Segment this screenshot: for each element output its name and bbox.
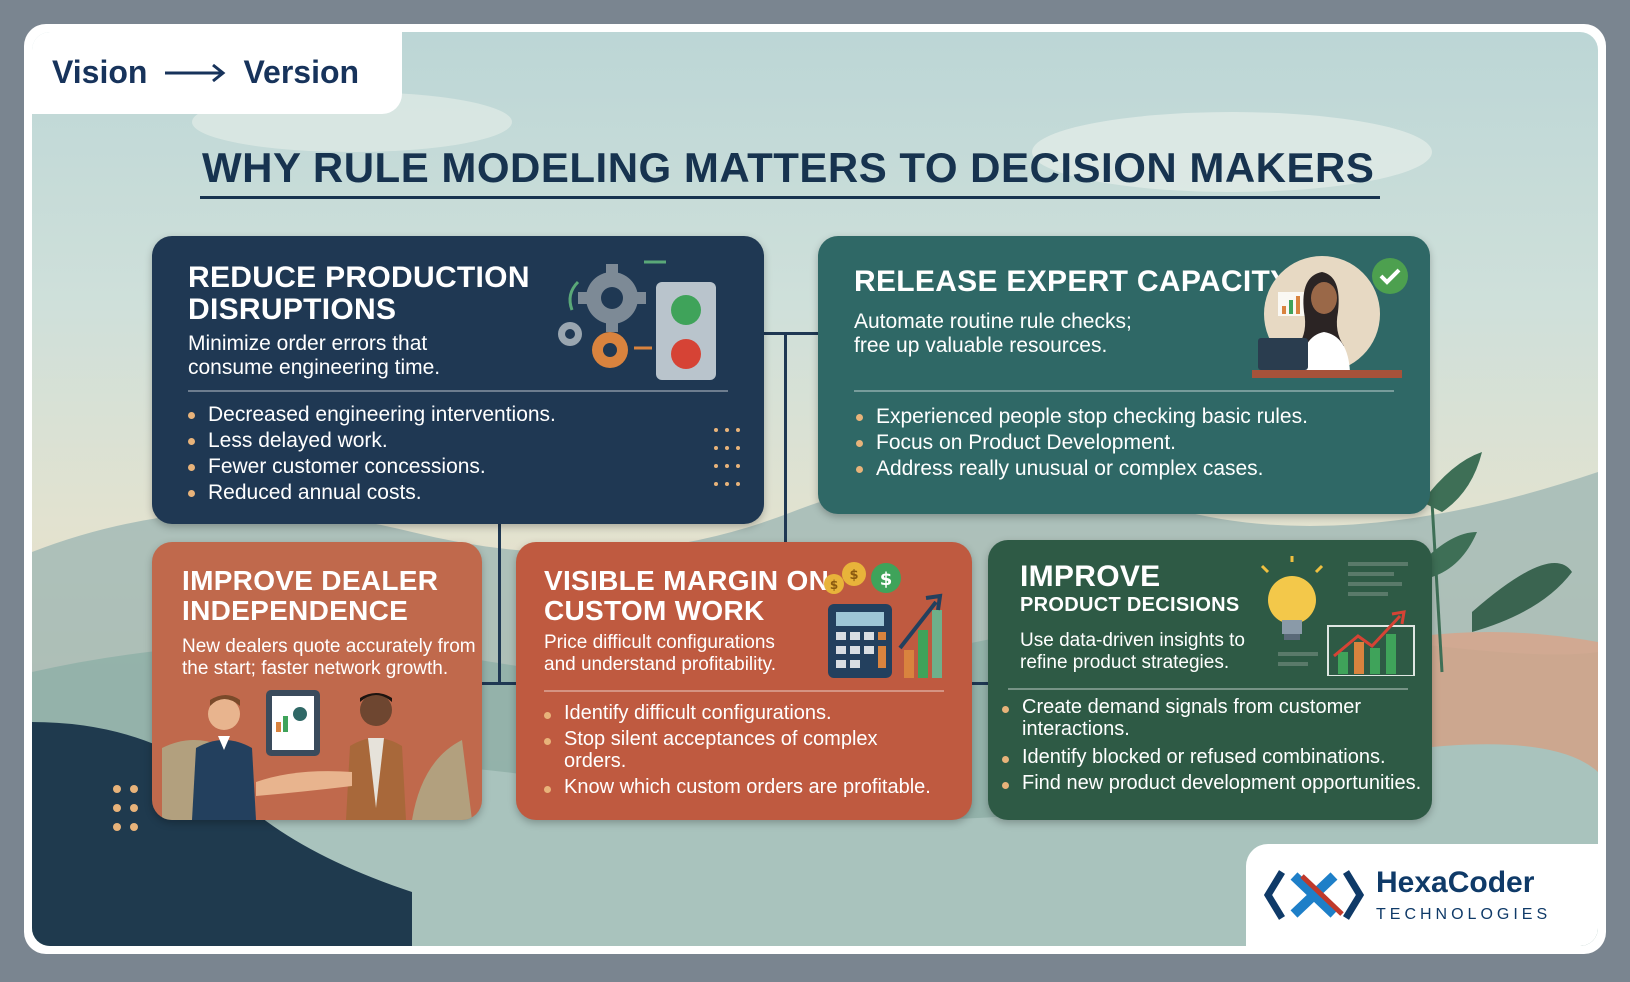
card-description: Use data-driven insights to [1020, 630, 1245, 651]
gears-icon [558, 260, 716, 380]
page-title: WHY RULE MODELING MATTERS TO DECISION MA… [202, 144, 1375, 191]
card-visible-margin-custom-work: VISIBLE MARGIN ON CUSTOM WORK Price diff… [516, 542, 972, 820]
hexacoder-logo-icon [1264, 870, 1364, 920]
card-description: consume engineering time. [188, 356, 441, 379]
card-title-line: RELEASE EXPERT CAPACITY [854, 265, 1291, 298]
card-description: and understand profitability. [544, 654, 777, 675]
card-description: free up valuable resources. [854, 334, 1108, 357]
connector-line [972, 682, 988, 685]
card-divider [544, 690, 944, 692]
card-description: Price difficult configurations [544, 632, 775, 653]
list-item: Stop silent acceptances of complex order… [542, 728, 931, 772]
list-item: Identify blocked or refused combinations… [1000, 746, 1421, 768]
list-item-text: Stop silent acceptances of complex [564, 728, 878, 750]
card-divider [188, 390, 728, 392]
list-item-text: interactions. [1022, 718, 1130, 740]
list-item: Address really unusual or complex cases. [854, 456, 1308, 482]
connector-line [784, 332, 787, 544]
list-item: Focus on Product Development. [854, 430, 1308, 456]
card-improve-product-decisions: IMPROVE PRODUCT DECISIONS Use data-drive… [988, 540, 1432, 820]
right-arrow-icon [163, 54, 227, 91]
card-improve-dealer-independence: IMPROVE DEALER INDEPENDENCE New dealers … [152, 542, 482, 820]
connector-line [482, 682, 516, 685]
list-item: Create demand signals from customer inte… [1000, 696, 1421, 740]
list-item: Less delayed work. [186, 428, 556, 454]
bullet-list: Create demand signals from customer inte… [1000, 696, 1421, 794]
tab-label-version: Version [243, 54, 360, 90]
svg-text:$: $ [880, 569, 893, 590]
connector-line [764, 332, 818, 335]
calculator-icon: $ $ $ [824, 562, 943, 678]
card-description: Automate routine rule checks; [854, 310, 1132, 333]
card-description: the start; faster network growth. [182, 658, 449, 679]
card-divider [854, 390, 1394, 392]
connector-line [498, 524, 501, 684]
svg-text:$: $ [830, 578, 838, 592]
card-title-line: DISRUPTIONS [188, 293, 397, 326]
card-title-line: REDUCE PRODUCTION [188, 261, 530, 294]
card-title-line: IMPROVE DEALER [182, 565, 439, 596]
list-item: Reduced annual costs. [186, 480, 556, 506]
list-item: Decreased engineering interventions. [186, 402, 556, 428]
list-item: Fewer customer concessions. [186, 454, 556, 480]
list-item-text: orders. [564, 750, 627, 772]
title-underline [200, 196, 1380, 199]
infographic-frame: Vision Version WHY RULE MODELING MATTERS… [24, 24, 1606, 954]
card-description: refine product strategies. [1020, 652, 1230, 673]
tab-label-vision: Vision [52, 54, 148, 90]
handshake-icon [162, 690, 472, 820]
card-divider [1008, 688, 1408, 690]
bullet-list: Experienced people stop checking basic r… [854, 404, 1308, 482]
list-item-text: Create demand signals from customer [1022, 696, 1362, 718]
lightbulb-icon [1260, 556, 1415, 676]
card-title-line: INDEPENDENCE [182, 595, 409, 626]
vision-version-tab: Vision Version [32, 32, 402, 114]
background-scene: Vision Version WHY RULE MODELING MATTERS… [32, 32, 1598, 946]
card-reduce-production-disruptions: REDUCE PRODUCTION DISRUPTIONS Minimize o… [152, 236, 764, 524]
bullet-list: Decreased engineering interventions. Les… [186, 402, 556, 506]
bullet-list: Identify difficult configurations. Stop … [542, 702, 931, 798]
list-item: Know which custom orders are profitable. [542, 776, 931, 798]
card-subtitle-line: PRODUCT DECISIONS [1020, 594, 1240, 616]
logo-name: HexaCoder [1376, 866, 1535, 899]
dots-decoration-icon [714, 428, 740, 486]
logo-tagline: TECHNOLOGIES [1376, 906, 1552, 923]
list-item: Identify difficult configurations. [542, 702, 931, 724]
svg-text:$: $ [849, 568, 858, 583]
list-item: Experienced people stop checking basic r… [854, 404, 1308, 430]
card-release-expert-capacity: RELEASE EXPERT CAPACITY Automate routine… [818, 236, 1430, 514]
card-title-line: CUSTOM WORK [544, 595, 765, 626]
card-description: Minimize order errors that [188, 332, 428, 355]
card-title-line: VISIBLE MARGIN ON [544, 565, 830, 596]
hexacoder-logo: HexaCoder TECHNOLOGIES [1246, 844, 1598, 946]
dots-decoration-icon [113, 785, 138, 831]
list-item: Find new product development opportuniti… [1000, 772, 1421, 794]
card-description: New dealers quote accurately from [182, 636, 476, 657]
woman-at-laptop-icon [1252, 256, 1408, 378]
card-title-line: IMPROVE [1020, 560, 1161, 593]
